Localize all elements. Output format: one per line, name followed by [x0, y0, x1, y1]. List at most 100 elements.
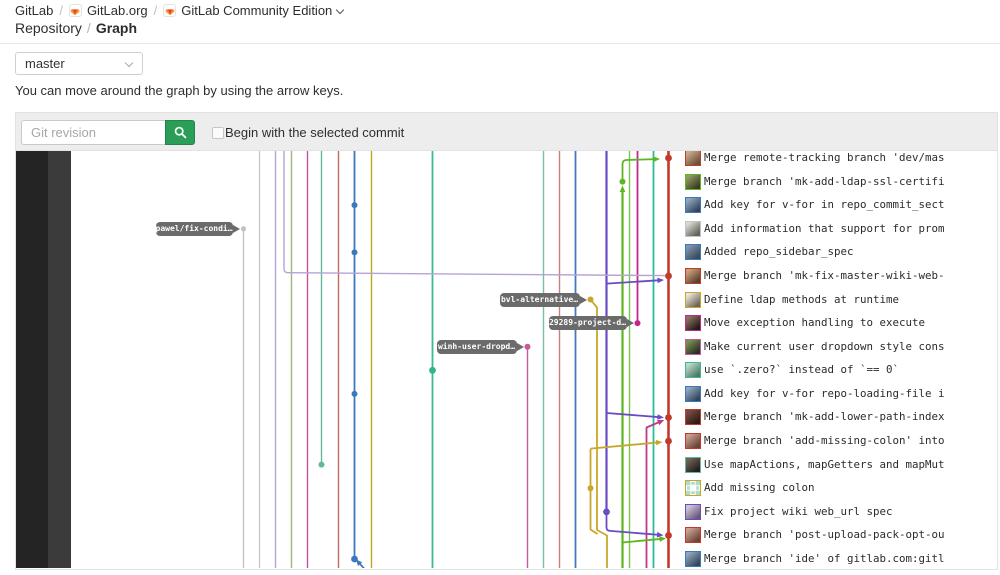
commit-avatar[interactable]	[684, 244, 701, 261]
avatar-photo	[685, 198, 700, 213]
avatar-photo	[685, 504, 700, 519]
commit-avatar[interactable]	[684, 551, 701, 568]
branch-label-pointer	[579, 295, 587, 304]
merge-arrowhead-icon	[657, 419, 665, 426]
commit-avatar[interactable]	[684, 338, 701, 355]
avatar-photo	[685, 410, 700, 425]
breadcrumb: GitLab / GitLab.org / GitLab Community E…	[15, 3, 344, 37]
commit-avatar[interactable]	[684, 409, 701, 426]
avatar-photo	[685, 386, 700, 401]
commit-dot[interactable]	[665, 532, 672, 539]
commit-message[interactable]: Merge remote-tracking branch 'dev/mas	[704, 151, 945, 164]
commit-message[interactable]: Use mapActions, mapGetters and mapMut	[704, 457, 945, 471]
commit-dot[interactable]	[587, 296, 594, 303]
commit-avatar[interactable]	[684, 151, 701, 166]
search-button[interactable]	[165, 120, 195, 145]
commit-dot[interactable]	[603, 508, 610, 516]
merge-edge-line	[606, 279, 661, 285]
commit-message[interactable]: Make current user dropdown style cons	[704, 339, 945, 353]
merge-edge-line	[622, 537, 663, 544]
merge-arrowhead-icon	[656, 531, 664, 538]
chevron-down-icon	[125, 60, 133, 68]
breadcrumb-link-project[interactable]: GitLab Community Edition	[181, 3, 333, 18]
commit-message[interactable]: Add missing colon	[704, 481, 815, 495]
commit-message[interactable]: Merge branch 'add-missing-colon' into	[704, 434, 945, 448]
merge-arrowhead-icon	[655, 439, 663, 446]
commit-dot[interactable]	[619, 178, 626, 185]
merge-edge-line	[621, 158, 657, 182]
avatar-photo	[685, 363, 700, 378]
branch-ref-label[interactable]: pawel/fix-condi…	[155, 221, 240, 236]
breadcrumb-top-row: GitLab / GitLab.org / GitLab Community E…	[15, 3, 344, 18]
group-avatar-tanuki-icon	[68, 4, 82, 17]
merge-edge-line	[606, 412, 661, 419]
breadcrumb-link-gitlab[interactable]: GitLab	[15, 3, 54, 18]
commit-message[interactable]: Add information that support for prom	[704, 221, 945, 235]
commit-dot[interactable]	[524, 343, 531, 350]
branch-ref-label[interactable]: 29289-project-d…	[548, 316, 634, 331]
commit-message[interactable]: use `.zero?` instead of `== 0`	[704, 363, 900, 377]
chevron-down-icon[interactable]	[337, 5, 344, 12]
commit-dot[interactable]	[240, 226, 247, 232]
commit-message[interactable]: Fix project wiki web_url spec	[704, 504, 893, 518]
breadcrumb-link-group[interactable]: GitLab.org	[86, 3, 148, 18]
commit-message[interactable]: Merge branch 'mk-add-ldap-ssl-certifi	[704, 174, 945, 188]
ref-switcher-dropdown[interactable]: master	[15, 52, 143, 75]
branch-label-pointer	[232, 224, 240, 233]
commit-dot[interactable]	[351, 249, 358, 256]
commit-avatar[interactable]	[684, 291, 701, 308]
commit-message[interactable]: Merge branch 'ide' of gitlab.com:gitl	[704, 552, 945, 566]
avatar-photo	[685, 316, 700, 331]
commit-dot[interactable]	[665, 414, 672, 421]
commit-message[interactable]: Move exception handling to execute	[704, 316, 926, 330]
avatar-photo	[685, 174, 700, 189]
project-avatar-tanuki-icon	[163, 4, 177, 17]
branch-ref-label[interactable]: winh-user-dropd…	[436, 339, 524, 354]
commit-dot[interactable]	[665, 272, 672, 280]
commit-dot[interactable]	[351, 202, 358, 209]
commit-avatar[interactable]	[684, 173, 701, 190]
search-icon	[174, 126, 186, 139]
commit-dot[interactable]	[351, 390, 358, 397]
commit-avatar[interactable]	[684, 385, 701, 402]
commit-avatar[interactable]	[684, 503, 701, 520]
commit-message[interactable]: Merge branch 'mk-add-lower-path-index	[704, 410, 945, 424]
commit-message[interactable]: Merge branch 'mk-fix-master-wiki-web-	[704, 268, 945, 282]
commit-dot[interactable]	[665, 154, 672, 162]
branch-ref-label[interactable]: bvl-alternative…	[499, 292, 587, 307]
commit-dot[interactable]	[634, 320, 641, 327]
commit-message[interactable]: Merge branch 'post-upload-pack-opt-ou	[704, 528, 945, 542]
commit-avatar[interactable]	[684, 456, 701, 473]
commit-message[interactable]: Added repo_sidebar_spec	[704, 245, 854, 259]
merge-edge-line	[605, 512, 660, 536]
commit-graph-canvas[interactable]	[16, 151, 997, 568]
commit-dot[interactable]	[665, 437, 672, 445]
commit-avatar[interactable]	[684, 267, 701, 284]
commit-avatar[interactable]	[684, 527, 701, 544]
commit-avatar[interactable]	[684, 197, 701, 214]
begin-with-selected-commit-label[interactable]: Begin with the selected commit	[225, 125, 405, 140]
avatar-photo	[685, 292, 700, 307]
commit-avatar[interactable]	[684, 433, 701, 450]
avatar-photo	[685, 528, 700, 543]
commit-message[interactable]: Add key for v-for repo-loading-file i	[704, 386, 945, 400]
avatar-photo	[685, 434, 700, 449]
commit-dot[interactable]	[318, 461, 325, 468]
commit-message[interactable]: Define ldap methods at runtime	[704, 292, 900, 306]
commit-avatar[interactable]	[684, 315, 701, 332]
commit-dot[interactable]	[351, 555, 358, 563]
avatar-photo	[685, 339, 700, 354]
commit-dot[interactable]	[587, 485, 594, 492]
commit-dot[interactable]	[429, 366, 436, 374]
commit-avatar[interactable]	[684, 220, 701, 237]
commit-avatar[interactable]	[684, 480, 701, 497]
begin-with-selected-commit-checkbox[interactable]	[212, 127, 224, 139]
git-revision-input[interactable]	[21, 120, 165, 145]
page-title: Graph	[95, 20, 138, 36]
avatar-photo	[685, 457, 700, 472]
header-divider	[0, 43, 1000, 44]
breadcrumb-page-row: Repository / Graph	[15, 20, 344, 37]
commit-avatar[interactable]	[684, 362, 701, 379]
commit-message[interactable]: Add key for v-for in repo_commit_sect	[704, 198, 945, 212]
